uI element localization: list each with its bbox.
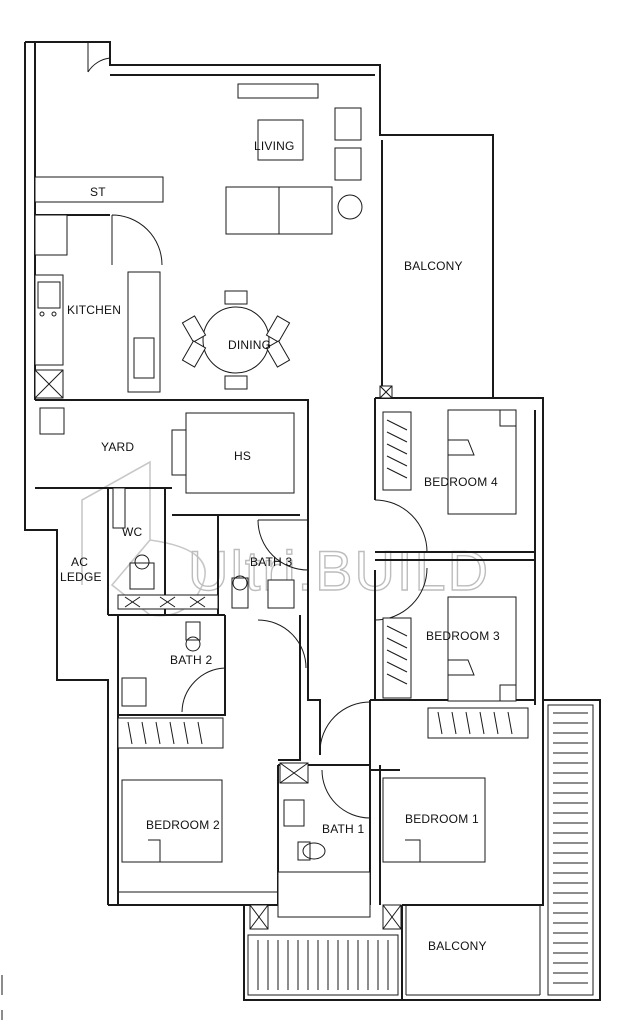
armchair — [334, 147, 362, 181]
bed — [121, 779, 223, 863]
label-bedroom1: BEDROOM 1 — [405, 812, 479, 826]
label-bath2: BATH 2 — [170, 653, 212, 667]
label-hs: HS — [234, 449, 251, 463]
bed — [447, 596, 517, 702]
ledge-grille-right — [547, 704, 594, 996]
label-living: LIVING — [254, 139, 295, 153]
bath2-fixtures — [121, 621, 201, 707]
label-bedroom2: BEDROOM 2 — [146, 818, 220, 832]
bed — [447, 409, 517, 515]
bed — [382, 777, 486, 863]
bath3-basin — [267, 579, 295, 609]
armchair — [334, 107, 362, 141]
wardrobe — [427, 707, 529, 739]
bedroom3-furniture — [382, 596, 517, 702]
label-wc: WC — [122, 525, 143, 539]
tv-console — [237, 83, 319, 99]
yard-sink-icon — [39, 407, 65, 435]
label-ac-ledge-line2: LEDGE — [60, 570, 102, 584]
label-bedroom4: BEDROOM 4 — [424, 475, 498, 489]
service-fixtures — [112, 412, 295, 610]
label-bedroom3: BEDROOM 3 — [426, 629, 500, 643]
label-balcony-bottom: BALCONY — [428, 939, 487, 953]
bedroom2-furniture — [117, 717, 278, 893]
fridge — [34, 214, 68, 256]
bedroom1-furniture — [382, 707, 529, 863]
sink-icon — [37, 281, 61, 309]
label-bath3: BATH 3 — [250, 555, 292, 569]
room-labels: LIVING ST KITCHEN DINING BALCONY YARD HS… — [60, 139, 500, 953]
bath1-toilet-icon — [302, 842, 326, 860]
label-st: ST — [90, 185, 106, 199]
shower-area — [277, 871, 371, 918]
doors — [87, 42, 428, 819]
label-dining: DINING — [228, 338, 271, 352]
kitchen-fixtures — [34, 214, 161, 435]
side-table — [337, 194, 363, 220]
bath3-toilet-icon — [231, 577, 249, 609]
grilles — [247, 704, 594, 996]
wc-toilet-icon — [129, 562, 155, 590]
label-bath1: BATH 1 — [322, 822, 364, 836]
store-cabinet — [34, 176, 164, 203]
bedroom4-furniture — [379, 385, 517, 515]
dining-table — [202, 306, 270, 374]
bath2-toilet-icon — [185, 636, 201, 652]
ledge-grille-bottom — [247, 934, 399, 996]
bath2-basin — [121, 677, 147, 707]
bath1-basin — [283, 799, 305, 827]
label-ac-ledge-line1: AC — [71, 555, 88, 569]
label-balcony-top: BALCONY — [404, 259, 463, 273]
household-shelter — [185, 412, 295, 494]
label-yard: YARD — [101, 440, 134, 454]
wardrobe — [382, 617, 412, 699]
living-furniture — [34, 83, 363, 390]
coffee-table — [257, 119, 304, 161]
bath1-fixtures — [277, 762, 371, 918]
label-kitchen: KITCHEN — [67, 303, 121, 317]
